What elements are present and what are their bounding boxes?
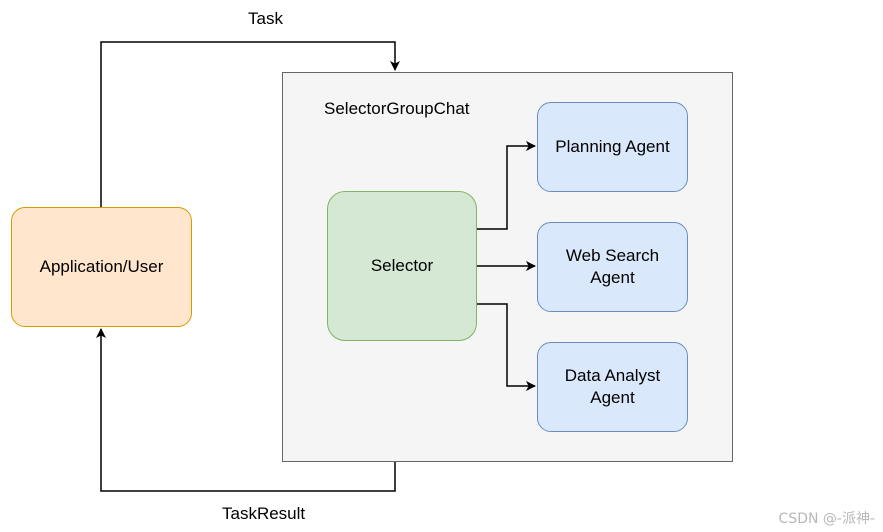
web-search-agent-label-line-2: Agent bbox=[590, 268, 635, 287]
watermark: CSDN @-派神- bbox=[778, 511, 875, 527]
group-title: SelectorGroupChat bbox=[324, 99, 470, 118]
edge-selector-to-data-analyst bbox=[477, 303, 536, 391]
planning-agent-node: Planning Agent bbox=[537, 102, 688, 192]
web-search-agent-node: Web Search Agent bbox=[537, 222, 688, 312]
task-result-edge bbox=[96, 328, 396, 492]
data-analyst-agent-node: Data Analyst Agent bbox=[537, 342, 688, 432]
selector-label: Selector bbox=[370, 256, 434, 275]
task-edge bbox=[100, 41, 400, 207]
data-analyst-agent-label-line-1: Data Analyst bbox=[564, 366, 661, 385]
task-edge-label: Task bbox=[248, 9, 283, 28]
application-user-node: Application/User bbox=[11, 207, 192, 327]
selector-node: Selector bbox=[327, 191, 477, 341]
data-analyst-agent-label-line-2: Agent bbox=[590, 388, 635, 407]
application-user-label: Application/User bbox=[39, 257, 164, 276]
task-result-edge-label: TaskResult bbox=[222, 504, 306, 523]
edge-selector-to-planning bbox=[477, 141, 536, 230]
planning-agent-label: Planning Agent bbox=[555, 137, 670, 156]
web-search-agent-label-line-1: Web Search bbox=[565, 246, 660, 265]
